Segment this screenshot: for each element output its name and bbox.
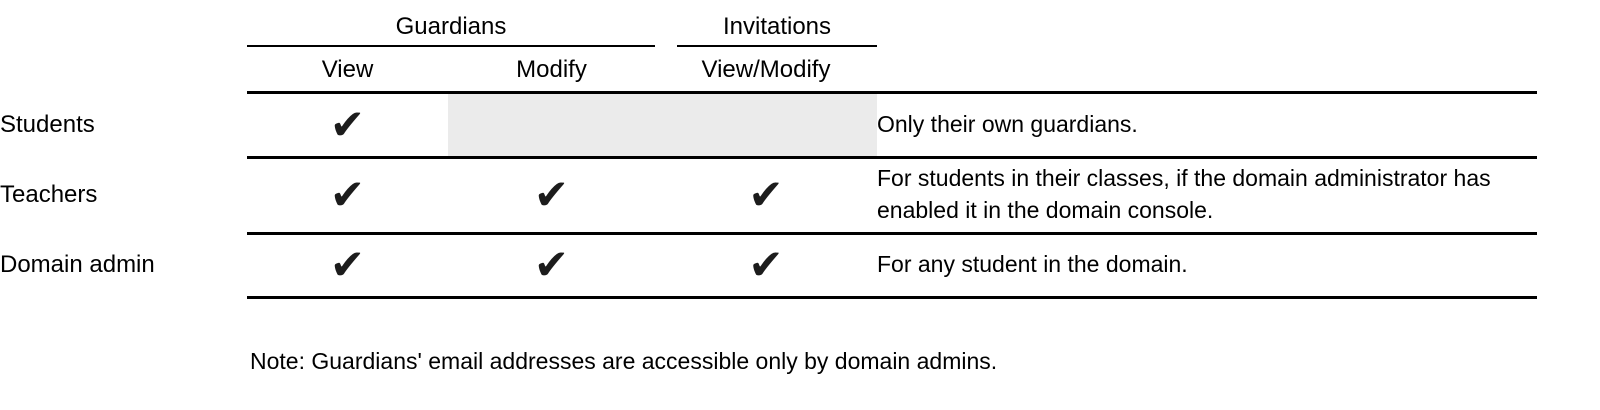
column-header-notes-spacer	[877, 50, 1537, 94]
column-header-row: View Modify View/Modify	[0, 50, 1537, 94]
column-header-view: View	[247, 50, 448, 94]
table-row-teachers: Teachers ✔ ✔ ✔ For students in their cla…	[0, 157, 1537, 235]
group-header-notes-spacer	[877, 0, 1537, 50]
group-header-spacer	[0, 0, 247, 50]
admin-guardians-view-cell: ✔	[247, 233, 448, 299]
admin-invitations-cell: ✔	[655, 233, 877, 299]
column-header-modify: Modify	[448, 50, 655, 94]
row-label-students: Students	[0, 110, 95, 138]
teachers-invitations-cell: ✔	[655, 157, 877, 235]
row-label-domain-admin: Domain admin	[0, 251, 155, 278]
students-guardians-view-cell: ✔	[247, 92, 448, 159]
check-icon: ✔	[748, 170, 784, 219]
students-note: Only their own guardians.	[877, 92, 1537, 159]
invitations-group-label: Invitations	[722, 13, 832, 40]
teachers-guardians-view-cell: ✔	[247, 157, 448, 235]
guardians-group-label: Guardians	[395, 13, 507, 40]
row-label-teachers: Teachers	[0, 181, 98, 208]
admin-guardians-modify-cell: ✔	[448, 233, 655, 299]
teachers-note: For students in their classes, if the do…	[877, 157, 1537, 235]
check-icon: ✔	[533, 170, 570, 219]
footer-note: Note: Guardians' email addresses are acc…	[250, 347, 998, 374]
invitations-group-label-box: Invitations	[677, 3, 877, 47]
students-invitations-cell	[655, 92, 877, 159]
column-header-view-modify: View/Modify	[655, 50, 877, 94]
table-row-students: Students ✔ Only their own guardians.	[0, 92, 1537, 159]
teachers-guardians-modify-cell: ✔	[448, 157, 655, 235]
guardians-group-label-box: Guardians	[247, 3, 655, 47]
invitations-group-header: Invitations	[655, 0, 877, 50]
table-row-domain-admin: Domain admin ✔ ✔ ✔ For any student in th…	[0, 233, 1537, 299]
admin-note: For any student in the domain.	[877, 233, 1537, 299]
guardians-group-header: Guardians	[247, 0, 655, 50]
group-header-row: Guardians Invitations	[0, 0, 1537, 50]
check-icon: ✔	[533, 240, 570, 289]
check-icon: ✔	[329, 240, 366, 289]
check-icon: ✔	[329, 99, 366, 149]
check-icon: ✔	[748, 240, 784, 289]
students-guardians-modify-cell	[448, 92, 655, 159]
check-icon: ✔	[329, 170, 366, 219]
column-header-role-spacer	[0, 50, 247, 92]
permissions-table: Guardians Invitations View Modify View/M…	[0, 0, 1537, 299]
